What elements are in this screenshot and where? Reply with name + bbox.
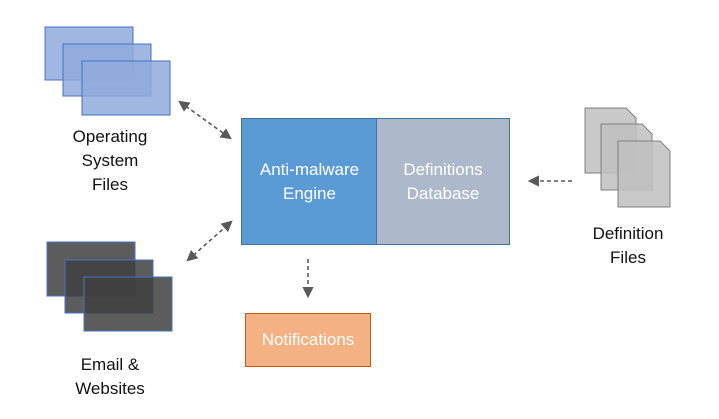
definition-files-label: Definition Files <box>592 224 664 267</box>
notifications-label: Notifications <box>261 330 355 349</box>
connector-email-web-engine <box>186 220 233 262</box>
stacked-dark-windows-icon <box>46 241 173 332</box>
definitions-database-label: Definitions Database <box>403 159 483 203</box>
dark-window-front <box>83 276 173 332</box>
document-front <box>617 140 671 208</box>
email-websites-label: Email & Websites <box>75 355 145 398</box>
anti-malware-engine-label: Anti-malware Engine <box>259 159 360 203</box>
definitions-database-box: Definitions Database <box>376 118 510 245</box>
connector-os-files-engine <box>178 100 232 140</box>
anti-malware-engine-box: Anti-malware Engine <box>241 118 377 245</box>
window-front <box>81 60 171 116</box>
operating-system-files-label: Operating System Files <box>72 127 148 194</box>
stacked-documents-icon <box>584 107 671 208</box>
notifications-box: Notifications <box>245 313 371 367</box>
stacked-windows-icon <box>44 26 171 116</box>
